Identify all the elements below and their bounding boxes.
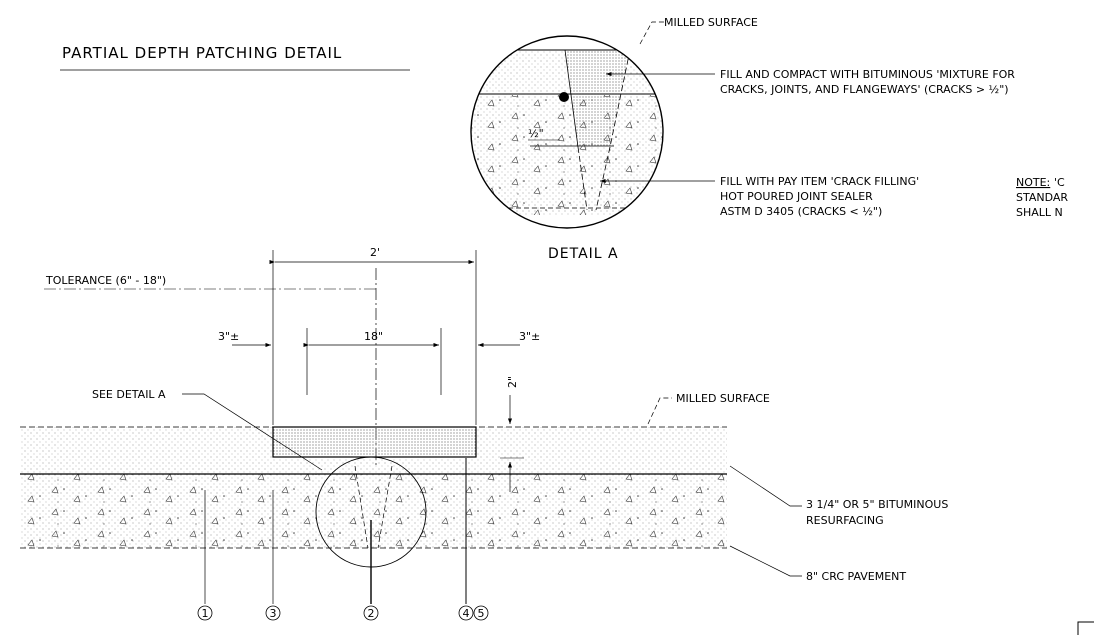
detail-a-circle: ½"	[470, 35, 664, 229]
patch-area	[272, 426, 477, 458]
callout-1: 1	[197, 605, 213, 621]
detail-milled-surface-label: MILLED SURFACE	[664, 16, 758, 29]
right-3in-dimension: 3"±	[519, 330, 540, 343]
drawing-title: PARTIAL DEPTH PATCHING DETAIL	[62, 44, 342, 62]
width-dimension: 2'	[370, 246, 380, 259]
callout-3: 3	[265, 605, 281, 621]
callout-4: 4	[458, 605, 474, 621]
note-label: NOTE:	[1016, 176, 1050, 189]
fill-compact-label-2: CRACKS, JOINTS, AND FLANGEWAYS' (CRACKS …	[720, 83, 1009, 96]
center-18in-dimension: 18"	[364, 330, 383, 343]
note-line-2: STANDAR	[1016, 191, 1068, 204]
marker-dot	[559, 92, 569, 102]
fill-compact-label-1: FILL AND COMPACT WITH BITUMINOUS 'MIXTUR…	[720, 68, 1015, 81]
milled-surface-label: MILLED SURFACE	[676, 392, 770, 405]
half-inch-label: ½"	[528, 127, 544, 140]
note-block: NOTE: 'C STANDAR SHALL N	[1016, 176, 1068, 219]
title-block-corner	[1077, 621, 1094, 635]
detail-caption: DETAIL A	[548, 246, 619, 262]
left-3in-dimension: 3"±	[218, 330, 239, 343]
note-line-1: 'C	[1054, 176, 1065, 189]
crack-fill-label-3: ASTM D 3405 (CRACKS < ½")	[720, 205, 882, 218]
svg-text:1: 1	[202, 607, 209, 620]
crack-fill-label-2: HOT POURED JOINT SEALER	[720, 190, 873, 203]
callout-2: 2	[363, 605, 379, 621]
svg-text:2: 2	[368, 607, 375, 620]
pavement-label: 8" CRC PAVEMENT	[806, 570, 906, 583]
note-line-3: SHALL N	[1016, 206, 1063, 219]
svg-text:3: 3	[270, 607, 277, 620]
depth-2in-dimension: 2"	[506, 376, 519, 388]
svg-text:5: 5	[478, 607, 485, 620]
resurfacing-label-2: RESURFACING	[806, 514, 884, 527]
pavement-section	[20, 426, 727, 568]
resurfacing-label-1: 3 1/4" OR 5" BITUMINOUS	[806, 498, 948, 511]
tolerance-label: TOLERANCE (6" - 18")	[45, 274, 166, 287]
callout-5: 5	[473, 605, 489, 621]
see-detail-a-label: SEE DETAIL A	[92, 388, 166, 401]
svg-text:4: 4	[463, 607, 470, 620]
crack-fill-label-1: FILL WITH PAY ITEM 'CRACK FILLING'	[720, 175, 919, 188]
